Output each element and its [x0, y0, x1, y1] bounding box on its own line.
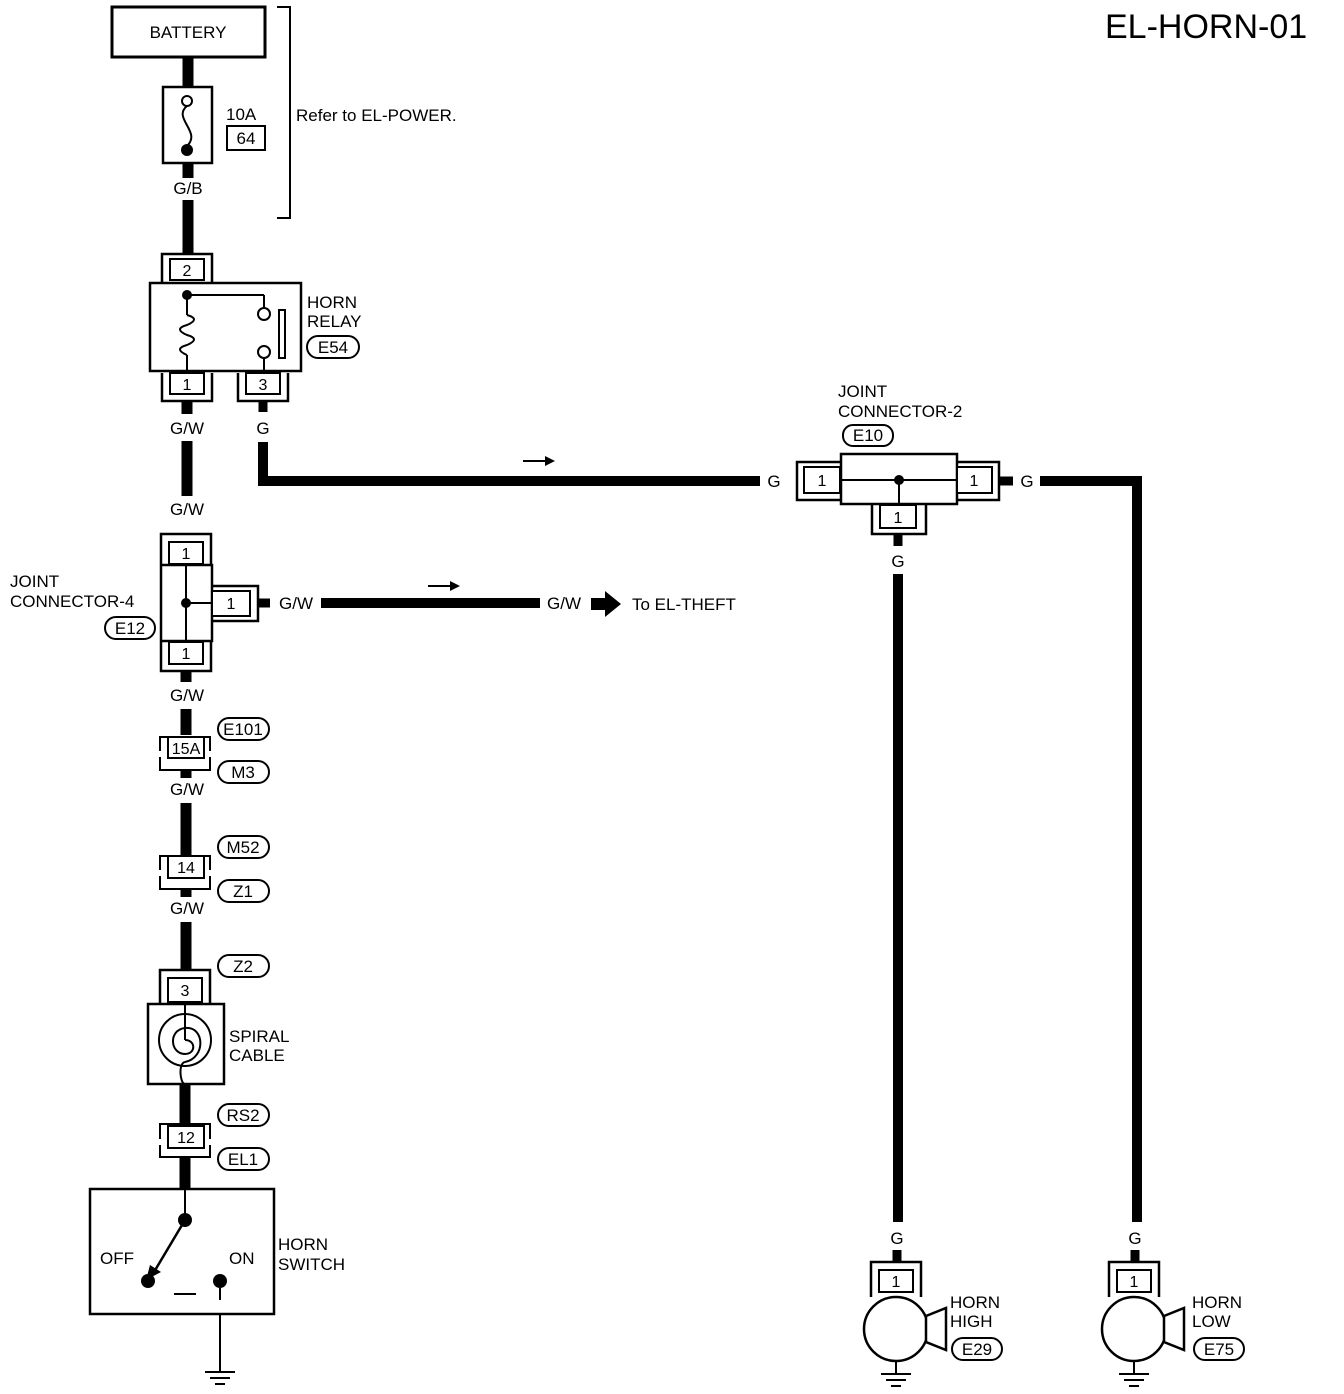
wire-color-gw-1: G/W — [170, 419, 204, 438]
connector-z2: Z2 — [233, 957, 253, 976]
svg-text:1: 1 — [970, 473, 979, 490]
svg-text:1: 1 — [894, 510, 903, 527]
spiral-pin-3 — [167, 977, 203, 1003]
relay-pin-3 — [245, 372, 281, 395]
fuse-element-icon — [181, 105, 193, 147]
horn-high-name-1: HORN — [950, 1293, 1000, 1312]
jc4-name-2: CONNECTOR-4 — [10, 592, 134, 611]
fuse-terminal-top — [181, 95, 193, 107]
switch-off-label: OFF — [100, 1249, 134, 1268]
connector-e101: E101 — [223, 720, 263, 739]
jc2-connector: E10 — [853, 426, 883, 445]
jc2-pin-bottom — [879, 504, 917, 529]
relay-pin-2 — [169, 258, 205, 281]
horn-high-icon — [862, 1295, 930, 1363]
wire-color-g-low: G — [1128, 1229, 1141, 1248]
jc2-name-1: JOINT — [838, 382, 887, 401]
wire-color-g-jc2-in: G — [767, 472, 780, 491]
horn-high-name-2: HIGH — [950, 1312, 993, 1331]
svg-text:12: 12 — [177, 1130, 195, 1147]
jc4-pin-bottom — [168, 641, 204, 665]
wire-color-gw-4: G/W — [170, 780, 204, 799]
switch-off-contact — [141, 1274, 155, 1288]
battery-label: BATTERY — [150, 23, 227, 42]
flow-arrow-icon — [545, 456, 555, 466]
fuse-terminal-bottom — [181, 144, 193, 156]
jc2-name-2: CONNECTOR-2 — [838, 402, 962, 421]
horn-high-connector: E29 — [962, 1340, 992, 1359]
horn-low-pin — [1116, 1269, 1152, 1293]
jc2-pin-right — [956, 466, 993, 494]
relay-coil-icon — [179, 314, 195, 356]
diagram-id: EL-HORN-01 — [1105, 8, 1307, 46]
fuse-rating: 10A — [226, 105, 257, 124]
jc4-connector: E12 — [115, 619, 145, 638]
inline-connector-1 — [167, 736, 205, 759]
spiral-cable-name-1: SPIRAL — [229, 1027, 289, 1046]
horn-low-name-1: HORN — [1192, 1293, 1242, 1312]
jc4-name-1: JOINT — [10, 572, 59, 591]
fuse-number-box — [226, 125, 266, 151]
horn-relay-box — [148, 281, 303, 373]
inline-connector-3 — [167, 1125, 205, 1149]
switch-on-contact — [213, 1274, 227, 1288]
svg-text:1: 1 — [892, 1274, 901, 1291]
to-theft-arrow-icon — [591, 591, 621, 617]
svg-text:3: 3 — [259, 377, 268, 394]
wire-color-g-relay: G — [256, 419, 269, 438]
wire-color-gw-5: G/W — [170, 899, 204, 918]
to-theft-label: To EL-THEFT — [632, 595, 736, 614]
power-bracket — [277, 6, 291, 219]
svg-text:1: 1 — [1130, 1274, 1139, 1291]
svg-text:1: 1 — [818, 473, 827, 490]
relay-contact-bottom — [257, 345, 271, 359]
svg-text:2: 2 — [183, 263, 192, 280]
connector-m52: M52 — [226, 838, 259, 857]
svg-text:1: 1 — [227, 596, 236, 613]
wire-color-g-jc2-out: G — [1020, 472, 1033, 491]
horn-low-connector: E75 — [1204, 1340, 1234, 1359]
fuse-number: 64 — [237, 129, 256, 148]
horn-relay-name-2: RELAY — [307, 312, 362, 331]
switch-on-label: ON — [229, 1249, 255, 1268]
wire-color-gw-3: G/W — [170, 686, 204, 705]
horn-high-pin — [878, 1269, 914, 1293]
switch-lever — [152, 1219, 187, 1273]
horn-low-name-2: LOW — [1192, 1312, 1231, 1331]
spiral-icon — [172, 1004, 202, 1085]
jc4-pin-right — [211, 590, 251, 617]
relay-pin-1 — [169, 372, 205, 395]
wire-color-g-jc2-down: G — [891, 552, 904, 571]
svg-text:1: 1 — [183, 377, 192, 394]
horn-relay-name-1: HORN — [307, 293, 357, 312]
connector-z1: Z1 — [233, 882, 253, 901]
connector-rs2: RS2 — [226, 1106, 259, 1125]
wire-relay-jc2 — [258, 442, 760, 486]
wire-color-gb: G/B — [173, 179, 202, 198]
horn-switch-name-2: SWITCH — [278, 1255, 345, 1274]
connector-el1: EL1 — [228, 1150, 258, 1169]
svg-text:1: 1 — [182, 546, 191, 563]
inline-connector-2 — [167, 855, 205, 879]
svg-text:1: 1 — [182, 646, 191, 663]
wire-color-g-high: G — [890, 1229, 903, 1248]
relay-armature — [278, 309, 286, 359]
horn-switch-name-1: HORN — [278, 1235, 328, 1254]
connector-m3: M3 — [231, 763, 255, 782]
jc2-pin-left — [803, 466, 841, 494]
svg-text:14: 14 — [177, 860, 195, 877]
svg-text:15A: 15A — [172, 741, 201, 758]
wire-color-gw-2: G/W — [170, 500, 204, 519]
wire-color-gw-branch: G/W — [279, 594, 313, 613]
wire-color-gw-theft: G/W — [547, 594, 581, 613]
power-note: Refer to EL-POWER. — [296, 106, 457, 125]
relay-contact-top — [257, 307, 271, 321]
spiral-cable-name-2: CABLE — [229, 1046, 285, 1065]
horn-relay-connector: E54 — [318, 338, 348, 357]
horn-low-icon — [1100, 1295, 1168, 1363]
wire-jc2-horn-low — [1040, 476, 1142, 1222]
svg-text:3: 3 — [181, 983, 190, 1000]
